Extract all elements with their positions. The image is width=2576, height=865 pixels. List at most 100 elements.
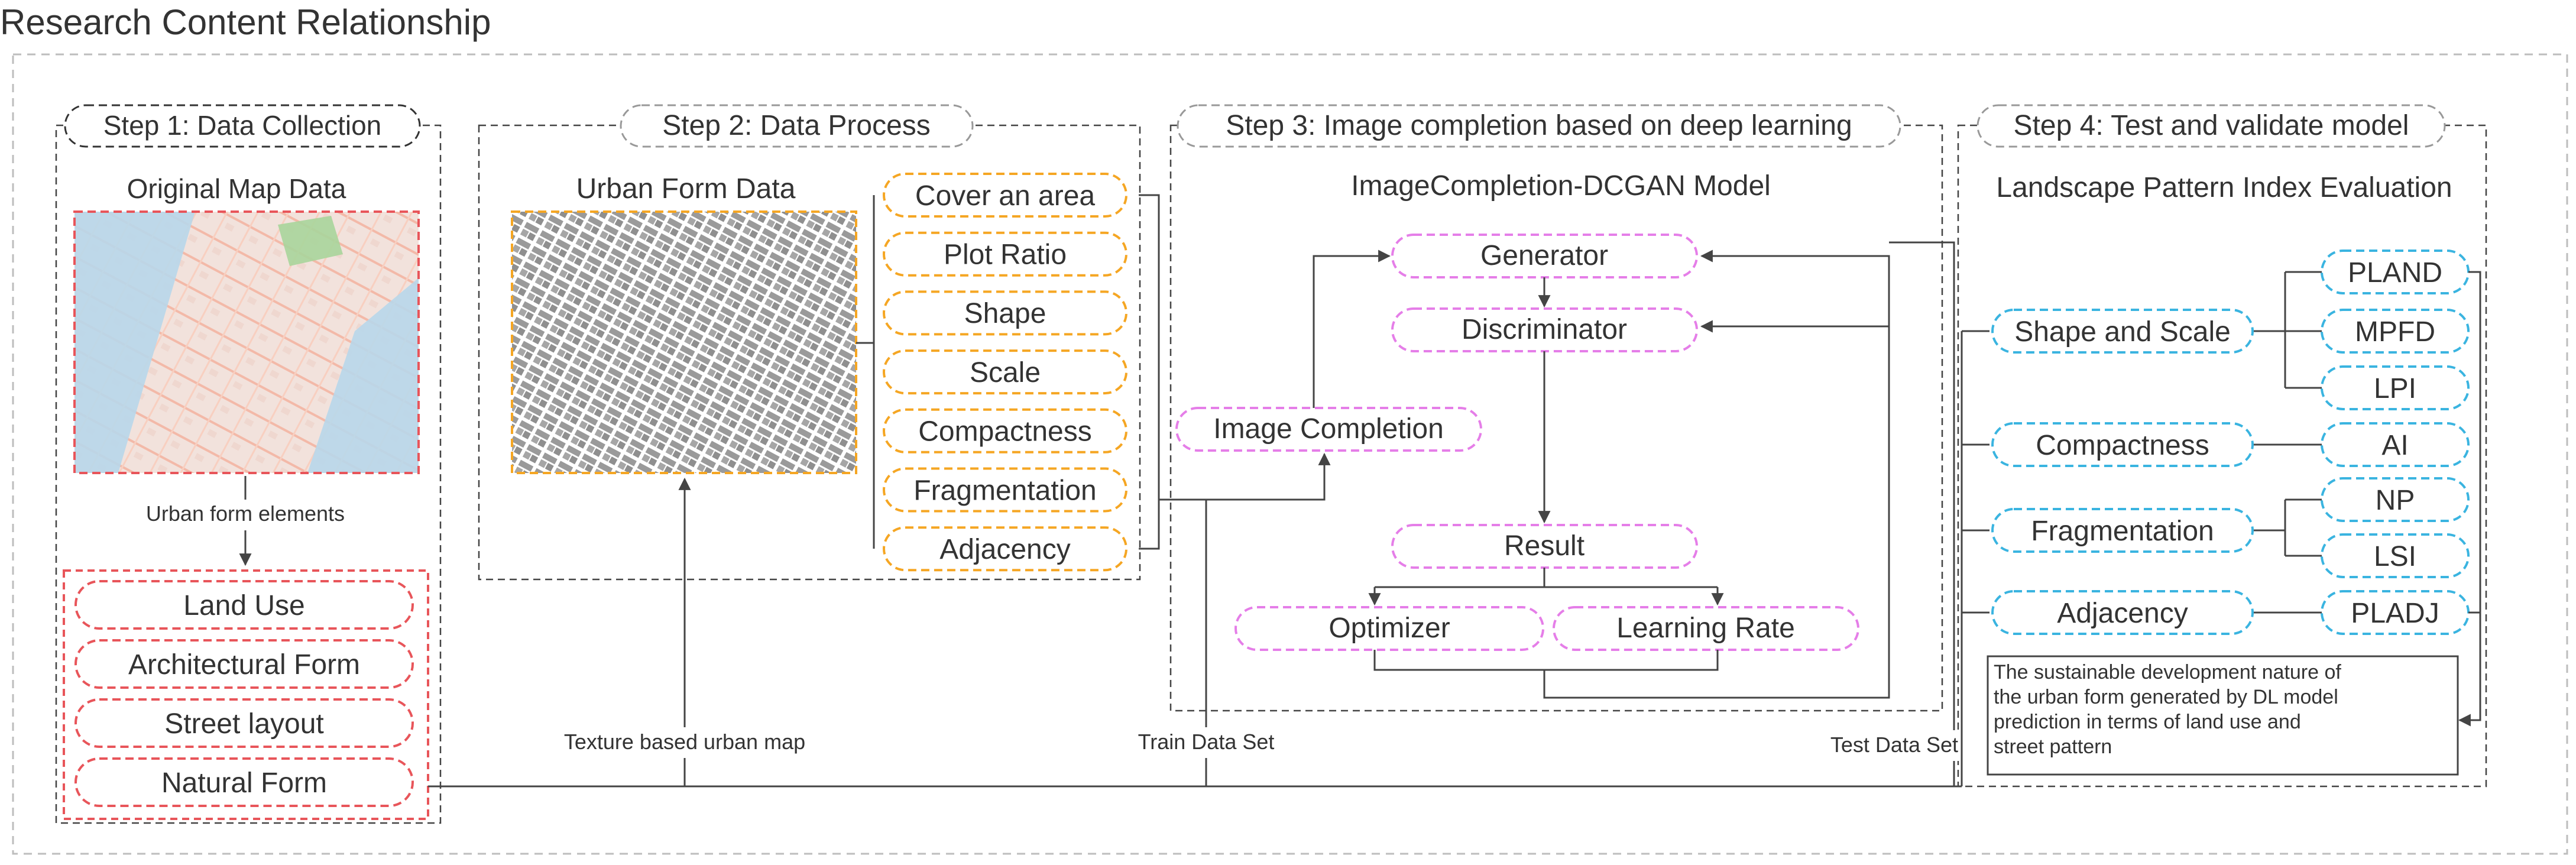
indicator-shape: Shape — [883, 290, 1127, 336]
category-shape-and-scale: Shape and Scale — [1991, 309, 2254, 354]
index-mpfd-label: MPFD — [2355, 316, 2435, 348]
urban-form-elements-label: Urban form elements — [146, 501, 345, 526]
category-compactness-box — [1991, 422, 2254, 467]
learning-rate-box — [1553, 606, 1859, 651]
index-pladj-label: PLADJ — [2351, 598, 2439, 629]
image-completion-label: Image Completion — [1213, 413, 1444, 445]
indicator-scale: Scale — [883, 349, 1127, 395]
indicator-adjacency: Adjacency — [883, 526, 1127, 572]
step2-label: Step 2: Data Process — [662, 110, 931, 141]
diagram-title: Research Content Relationship — [0, 2, 491, 42]
index-np-box — [2321, 477, 2470, 522]
index-np: NP — [2321, 477, 2470, 522]
optimizer-label: Optimizer — [1328, 613, 1450, 644]
index-pladj: PLADJ — [2321, 590, 2470, 635]
index-lsi-box — [2321, 533, 2470, 578]
indicator-fragmentation: Fragmentation — [883, 467, 1127, 513]
indicator-shape-label: Shape — [964, 298, 1046, 329]
learning-rate-label: Learning Rate — [1616, 613, 1795, 644]
indicator-plot-ratio-label: Plot Ratio — [944, 239, 1067, 271]
category-fragmentation-box — [1991, 508, 2254, 553]
index-pland-label: PLAND — [2348, 257, 2442, 289]
index-mpfd: MPFD — [2321, 309, 2470, 354]
index-np-label: NP — [2376, 485, 2415, 516]
category-adjacency: Adjacency — [1991, 590, 2254, 635]
test-data-set-label: Test Data Set — [1830, 733, 1958, 757]
element-street-layout-label: Street layout — [164, 708, 323, 740]
step2-label-box — [620, 104, 974, 148]
result-label: Result — [1504, 530, 1585, 562]
evaluation-categories: Shape and ScaleCompactnessFragmentationA… — [1991, 309, 2254, 635]
step1-label-box — [64, 104, 421, 148]
evaluation-title: Landscape Pattern Index Evaluation — [1996, 172, 2452, 203]
landscape-indices: PLAND MPFD LPI AI NP LSI PLADJ — [2321, 250, 2470, 635]
index-ai: AI — [2321, 422, 2470, 467]
category-compactness: Compactness — [1991, 422, 2254, 467]
original-map-image — [73, 210, 420, 474]
train-data-set-label: Train Data Set — [1138, 730, 1275, 754]
element-natural-form-box — [74, 757, 414, 807]
index-ai-box — [2321, 422, 2470, 467]
image-completion-box — [1175, 407, 1482, 452]
step3-panel: Step 3: Image completion based on deep l… — [1169, 104, 1943, 712]
category-fragmentation: Fragmentation — [1991, 508, 2254, 553]
index-pland: PLAND — [2321, 250, 2470, 294]
outer-frame — [12, 53, 2568, 855]
step3-label-box — [1177, 104, 1901, 148]
indicator-cover-an-area: Cover an area — [883, 173, 1127, 218]
indicator-scale-label: Scale — [970, 357, 1041, 388]
index-lpi-label: LPI — [2374, 373, 2416, 404]
element-land-use: Land Use — [74, 580, 414, 630]
element-natural-form: Natural Form — [74, 757, 414, 807]
element-natural-form-label: Natural Form — [161, 767, 327, 799]
step4-label: Step 4: Test and validate model — [2014, 110, 2409, 141]
category-compactness-label: Compactness — [2036, 430, 2209, 461]
indicator-compactness: Compactness — [883, 408, 1127, 453]
indicator-compactness-box — [883, 408, 1127, 453]
urban-form-map-image — [511, 210, 857, 474]
category-adjacency-box — [1991, 590, 2254, 635]
index-lsi-label: LSI — [2374, 541, 2416, 572]
element-architectural-form-label: Architectural Form — [128, 649, 360, 681]
indicator-adjacency-box — [883, 526, 1127, 572]
element-architectural-form-box — [74, 639, 414, 689]
conclusion-note-box — [1987, 655, 2459, 776]
indicator-cover-an-area-box — [883, 173, 1127, 218]
index-mpfd-box — [2321, 309, 2470, 354]
indicator-plot-ratio-box — [883, 231, 1127, 277]
category-shape-and-scale-label: Shape and Scale — [2014, 316, 2231, 348]
element-land-use-box — [74, 580, 414, 630]
step1-elements-group — [63, 569, 429, 820]
discriminator-label: Discriminator — [1462, 314, 1627, 345]
indicator-fragmentation-box — [883, 467, 1127, 513]
step4-panel: Step 4: Test and validate model Landscap… — [1957, 104, 2487, 788]
indicator-shape-box — [883, 290, 1127, 336]
indicator-cover-an-area-label: Cover an area — [915, 180, 1095, 212]
indicator-fragmentation-label: Fragmentation — [913, 475, 1097, 506]
step1-label: Step 1: Data Collection — [103, 110, 382, 141]
dcgan-model-title: ImageCompletion-DCGAN Model — [1351, 170, 1771, 202]
index-lsi: LSI — [2321, 533, 2470, 578]
step2-panel: Step 2: Data Process Urban Form Data Cov… — [478, 104, 1141, 581]
index-ai-label: AI — [2381, 430, 2408, 461]
original-map-title: Original Map Data — [127, 173, 346, 204]
category-adjacency-label: Adjacency — [2057, 598, 2188, 629]
indicator-plot-ratio: Plot Ratio — [883, 231, 1127, 277]
element-land-use-label: Land Use — [183, 590, 304, 621]
urban-form-data-title: Urban Form Data — [576, 173, 796, 205]
step4-label-box — [1976, 104, 2446, 148]
generator-label: Generator — [1480, 240, 1608, 271]
index-lpi: LPI — [2321, 365, 2470, 410]
indicator-adjacency-label: Adjacency — [939, 534, 1070, 565]
category-fragmentation-label: Fragmentation — [2031, 516, 2214, 547]
indicator-scale-box — [883, 349, 1127, 395]
conclusion-note: The sustainable development nature of th… — [1994, 661, 2347, 758]
indicator-compactness-label: Compactness — [918, 416, 1091, 448]
step3-label: Step 3: Image completion based on deep l… — [1226, 110, 1852, 141]
category-shape-and-scale-box — [1991, 309, 2254, 354]
element-street-layout-box — [74, 698, 414, 748]
element-architectural-form: Architectural Form — [74, 639, 414, 689]
